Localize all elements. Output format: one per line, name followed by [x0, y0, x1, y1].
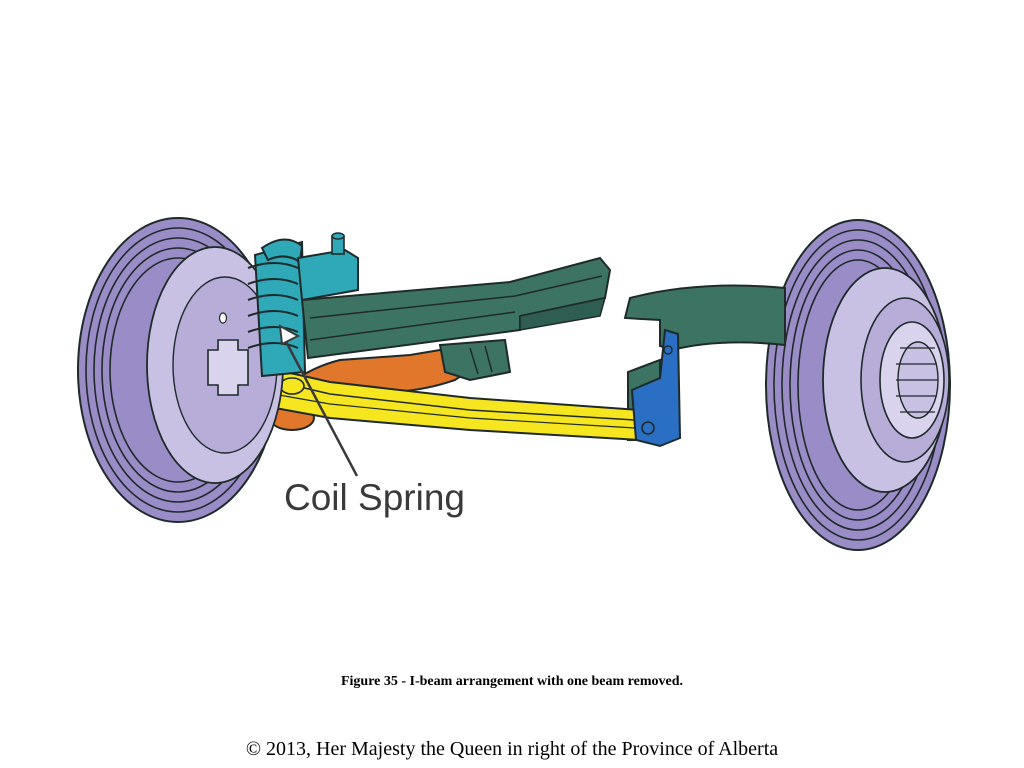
coil-spring-label: Coil Spring: [284, 477, 465, 518]
copyright-notice: © 2013, Her Majesty the Queen in right o…: [245, 738, 779, 760]
figure-caption: Figure 35 - I-beam arrangement with one …: [340, 674, 684, 689]
right-wheel: [765, 219, 951, 551]
coil-spring-callout-arrow: [278, 324, 359, 477]
frame-rail-front: [300, 256, 612, 360]
left-wheel: [77, 217, 284, 523]
frame-cross-bracket: [438, 338, 512, 382]
pivot-bracket: [630, 328, 682, 448]
coil-spring: [247, 232, 359, 378]
